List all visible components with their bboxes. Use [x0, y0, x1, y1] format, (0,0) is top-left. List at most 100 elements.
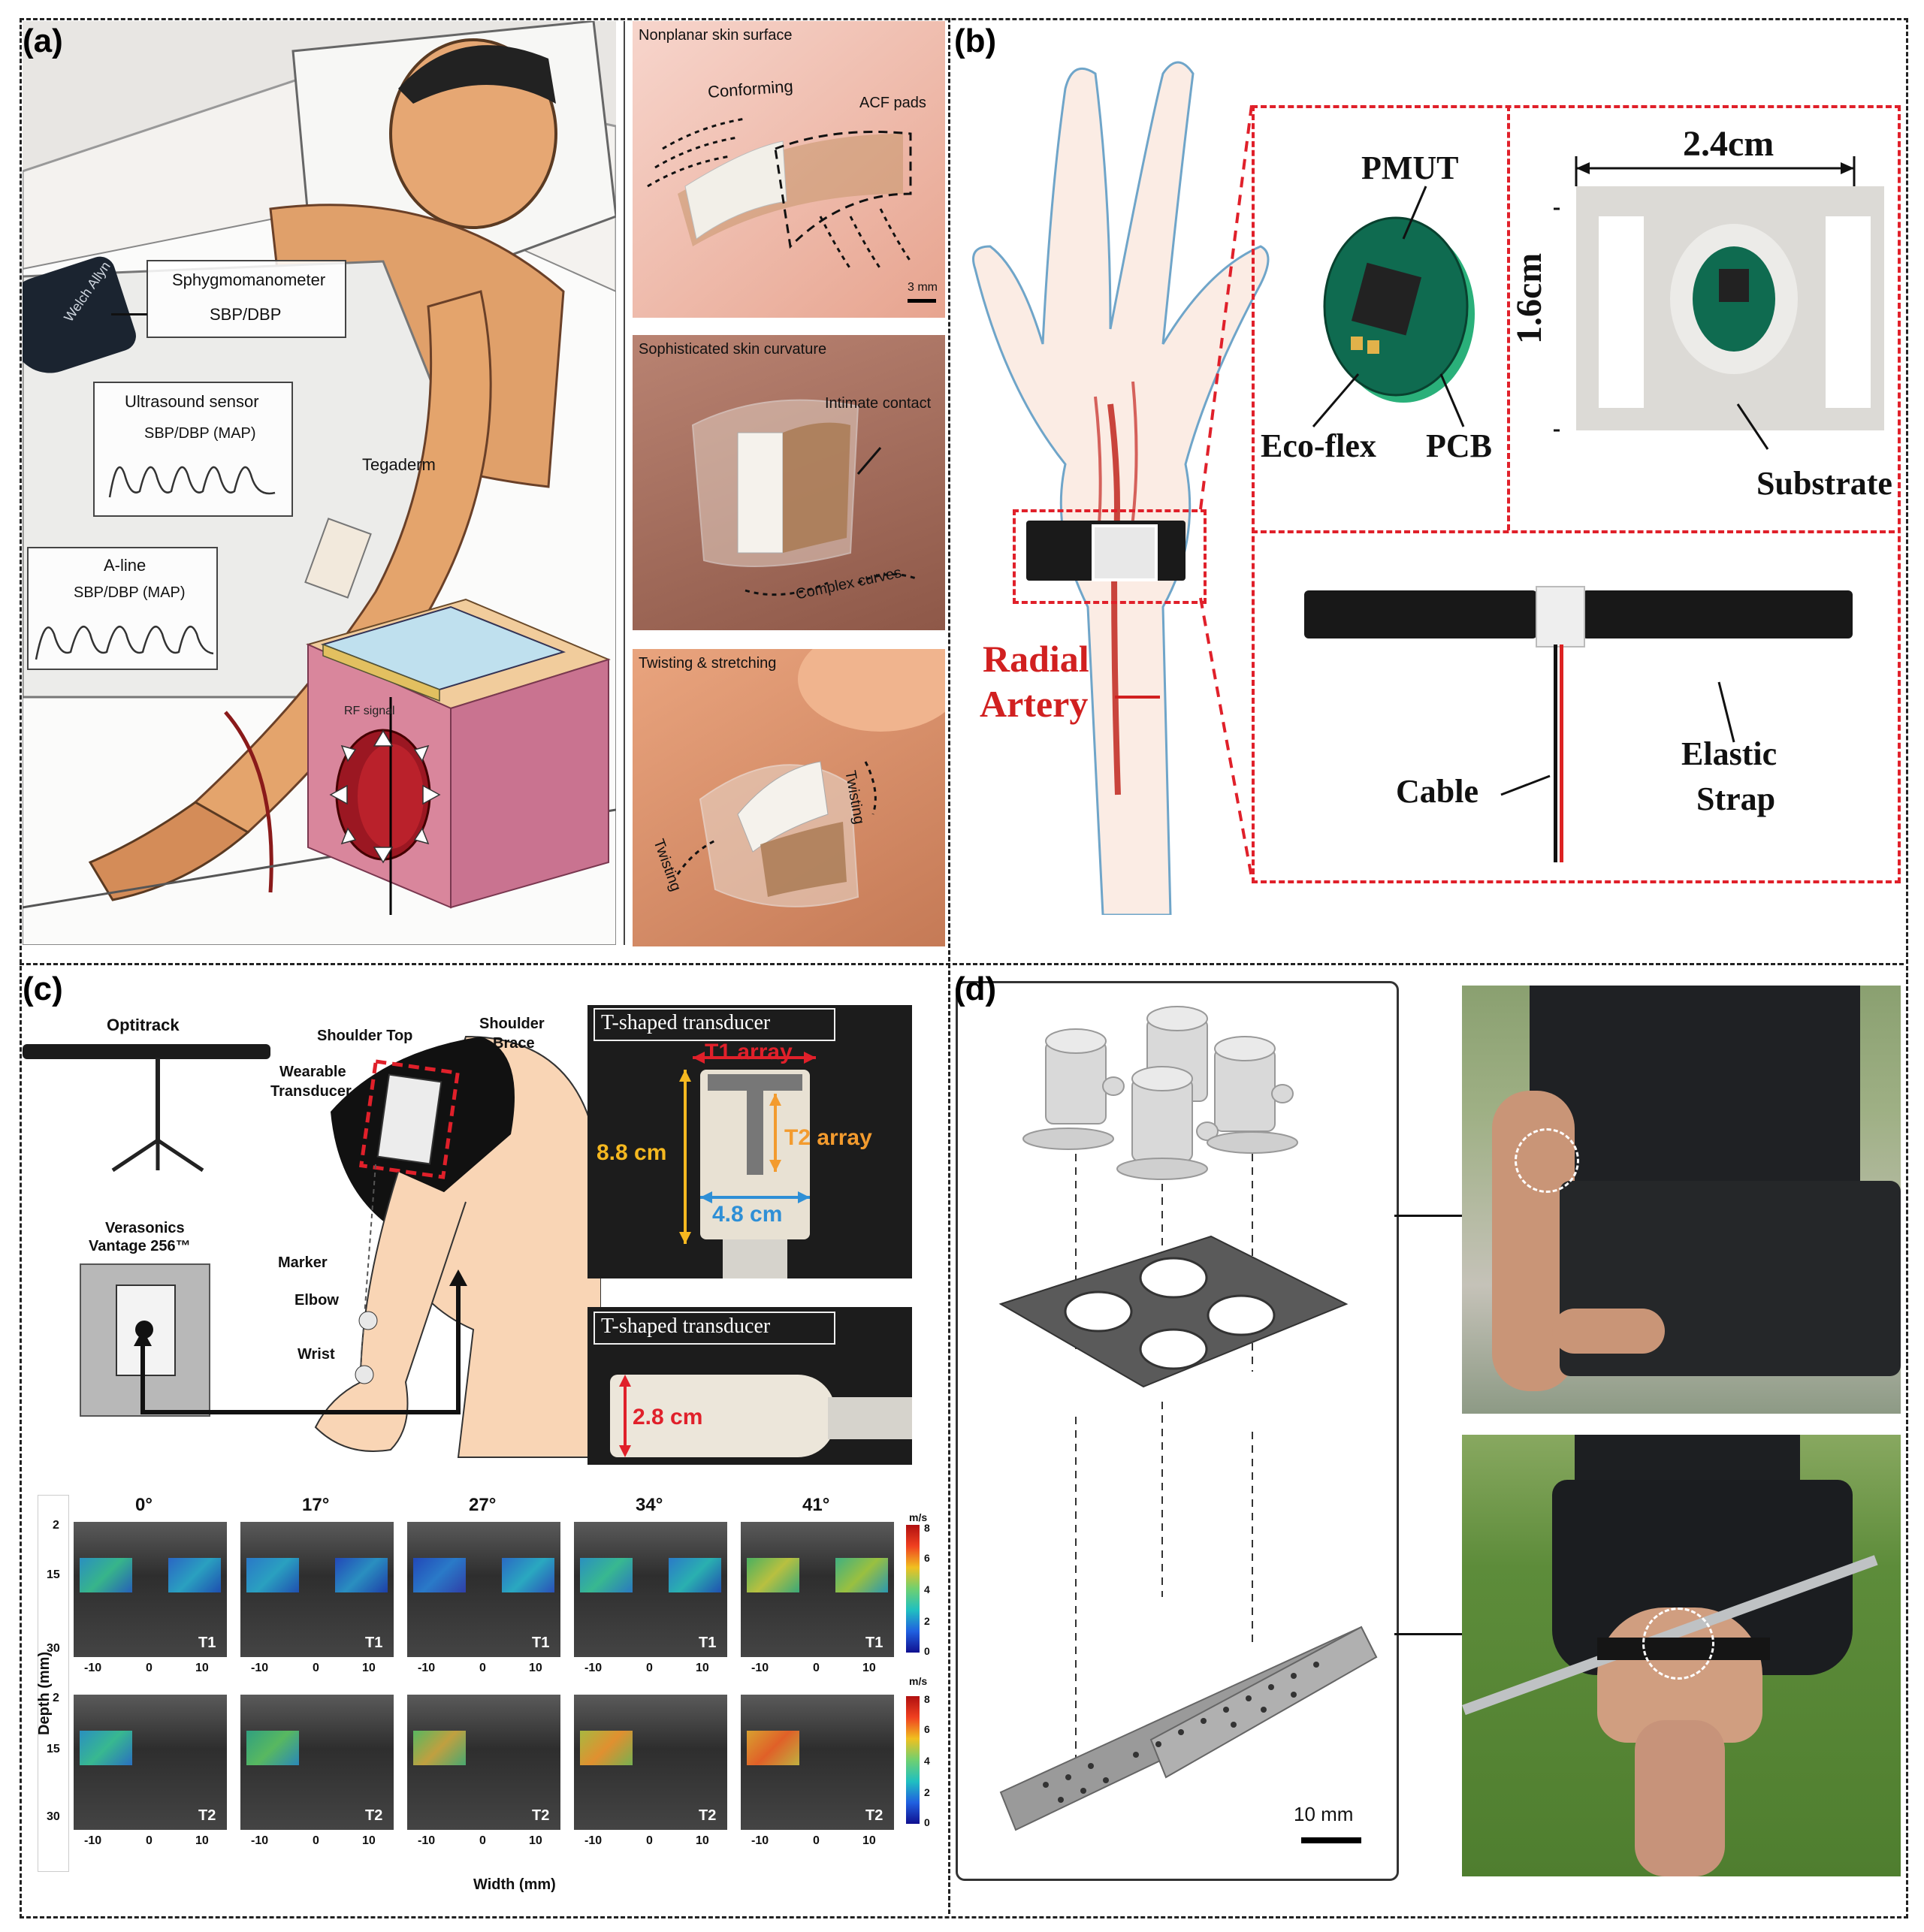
- person-leg: [1635, 1720, 1725, 1876]
- nonplanar-device: [647, 117, 936, 303]
- roi-left: [413, 1558, 466, 1592]
- elbow-label: Elbow: [294, 1292, 339, 1309]
- t-transducer-photo-2: T-shaped transducer 2.8 cm: [587, 1307, 912, 1465]
- pmut-leaders: [1312, 186, 1465, 427]
- aline-waveform: [35, 625, 214, 660]
- roi: [80, 1731, 132, 1765]
- ultrasound-value: SBP/DBP (MAP): [144, 425, 256, 442]
- scale-3mm-label: 3 mm: [908, 281, 938, 294]
- depth-axis-label: Depth (mm): [36, 1651, 53, 1735]
- t-dimensions: [679, 1052, 816, 1244]
- shoulder-brace-line2: Brace: [493, 1035, 535, 1052]
- panel-d-letter: (d): [954, 971, 997, 1007]
- cable-red: [1560, 645, 1563, 862]
- angle-17: 17°: [302, 1495, 330, 1515]
- grid-frame: [38, 1495, 69, 1872]
- us-img-t1-0: T1: [74, 1522, 227, 1657]
- row-label-t1: T1: [198, 1635, 216, 1651]
- roi-left: [747, 1558, 799, 1592]
- dim-28-label: 2.8 cm: [633, 1405, 703, 1429]
- angle-0: 0°: [135, 1495, 153, 1515]
- cb-tick: 4: [924, 1755, 930, 1767]
- roi-right: [835, 1558, 888, 1592]
- elastic-label-line2: Strap: [1696, 780, 1776, 817]
- x-tick: -10: [418, 1834, 436, 1847]
- case-hand: [1552, 1309, 1665, 1354]
- us-img-t2-17: T2: [240, 1695, 394, 1830]
- inset-twisting: Twisting & stretching Twisting Twisting: [633, 649, 945, 946]
- cb-tick: 0: [924, 1645, 930, 1657]
- cb-tick: 6: [924, 1723, 930, 1735]
- x-tick: -10: [584, 1662, 603, 1674]
- sphygmomanometer-title: Sphygmomanometer: [172, 270, 326, 289]
- x-tick: -10: [84, 1834, 102, 1847]
- optitrack-label: Optitrack: [107, 1016, 180, 1034]
- x-tick: 0: [313, 1662, 319, 1674]
- row-label-t2: T2: [365, 1807, 383, 1824]
- depth-tick-30-row1: 30: [47, 1642, 60, 1655]
- t-title-2: T-shaped transducer: [601, 1315, 771, 1338]
- colorbar-row1: [906, 1525, 920, 1653]
- photo-arm-carrying-case: [1462, 986, 1901, 1414]
- row-label-t1: T1: [865, 1635, 883, 1651]
- t-transducer-cable: [723, 1239, 787, 1278]
- nonplanar-title: Nonplanar skin surface: [639, 27, 793, 44]
- x-tick: -10: [751, 1662, 769, 1674]
- elastic-strap-left: [1304, 590, 1537, 638]
- us-img-t2-0: T2: [74, 1695, 227, 1830]
- roi-left: [580, 1558, 633, 1592]
- t1-array-label: T1 array: [705, 1040, 793, 1064]
- colorbar-unit-row2: m/s: [909, 1675, 928, 1687]
- us-img-t1-34: T1: [574, 1522, 727, 1657]
- cb-tick: 2: [924, 1615, 930, 1627]
- x-tick: 0: [646, 1834, 653, 1847]
- substrate-dimensions: [1554, 156, 1856, 450]
- roi: [413, 1731, 466, 1765]
- rf-signal-label: RF signal: [344, 705, 395, 717]
- verasonics-line2: Vantage 256™: [89, 1238, 191, 1254]
- zoom-panel-outer: [1252, 105, 1901, 883]
- cable-black: [1554, 645, 1557, 862]
- panel-c: Optitrack Verasonics Vantage 256™ Should…: [23, 969, 945, 1911]
- t-title-1-box: [594, 1008, 835, 1041]
- angle-41: 41°: [802, 1495, 830, 1515]
- thigh-device-highlight: [1642, 1607, 1714, 1680]
- x-tick: 10: [195, 1662, 209, 1674]
- dim-height-label: 1.6cm: [1509, 252, 1549, 344]
- panel-d: 10 mm: [953, 969, 1901, 1911]
- panel-a: Welch Allyn Sphygmomanometer SBP/DBP Ult…: [23, 21, 945, 960]
- zoom-divider-v: [1507, 105, 1510, 530]
- t-side-body: [610, 1375, 835, 1457]
- cb-tick: 0: [924, 1816, 930, 1828]
- zoom-lines: [1199, 104, 1253, 878]
- radial-artery-line2: Artery: [980, 683, 1089, 725]
- marker-label: Marker: [278, 1254, 328, 1271]
- roi-left: [80, 1558, 132, 1592]
- us-img-t2-41: T2: [741, 1695, 894, 1830]
- colorbar-unit-row1: m/s: [909, 1511, 928, 1523]
- t-transducer-stem: [747, 1091, 763, 1175]
- depth-tick-2-row2: 2: [53, 1692, 59, 1704]
- intimate-contact-label: Intimate contact: [825, 395, 932, 412]
- acf-pads-label: ACF pads: [859, 95, 926, 111]
- aline-title: A-line: [104, 556, 146, 575]
- x-tick: -10: [584, 1834, 603, 1847]
- angle-27: 27°: [469, 1495, 497, 1515]
- shoulder-top-label: Shoulder Top: [317, 1028, 413, 1044]
- sphygmomanometer-box: Sphygmomanometer SBP/DBP: [146, 260, 346, 338]
- sphygmo-arrow: [111, 313, 147, 315]
- x-tick: 10: [862, 1662, 876, 1674]
- roi: [246, 1731, 299, 1765]
- cb-tick: 8: [924, 1693, 930, 1705]
- x-tick: 10: [529, 1662, 542, 1674]
- cb-tick: 8: [924, 1522, 930, 1534]
- t-side-cable: [828, 1397, 912, 1439]
- us-img-t1-17: T1: [240, 1522, 394, 1657]
- tissue-cube-drawing: [306, 598, 611, 915]
- exploded-view: [998, 1006, 1378, 1843]
- verasonics-inner: [116, 1284, 176, 1376]
- x-tick: 10: [195, 1834, 209, 1847]
- us-img-t1-27: T1: [407, 1522, 560, 1657]
- substrate-chip: [1719, 269, 1749, 302]
- wearable-line2: Transducer: [270, 1083, 352, 1100]
